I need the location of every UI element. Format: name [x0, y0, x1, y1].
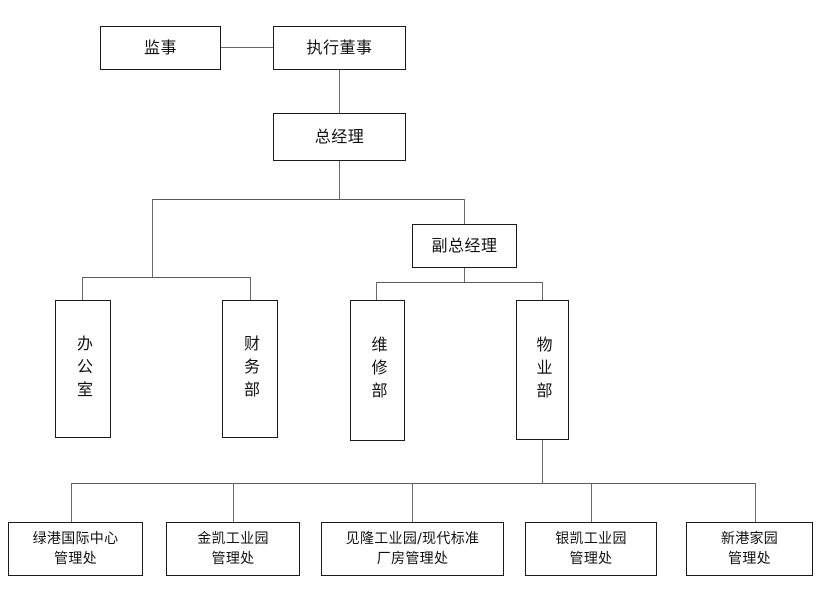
node-maintenance-dept[interactable]: 维修部 — [350, 300, 405, 441]
connector-finance-dept-drop — [250, 277, 251, 300]
node-management-office-5-label: 新港家园 管理处 — [720, 530, 779, 567]
node-management-office-3-label: 见隆工业园/现代标准 厂房管理处 — [345, 530, 480, 567]
connector-office-1-drop — [71, 483, 72, 522]
connector-deputy-general-manager-stem — [464, 199, 465, 224]
node-management-office-4[interactable]: 银凯工业园 管理处 — [525, 522, 657, 576]
connector-left-group-bus — [82, 277, 251, 278]
node-office[interactable]: 办公室 — [55, 300, 111, 438]
node-management-office-1[interactable]: 绿港国际中心 管理处 — [8, 522, 143, 576]
connector-management-offices-bus — [71, 483, 756, 484]
node-deputy-general-manager[interactable]: 副总经理 — [412, 224, 517, 268]
connector-executive-director-to-general-manager — [339, 70, 340, 113]
connector-property-dept-drop — [542, 282, 543, 300]
node-deputy-general-manager-label: 副总经理 — [431, 236, 498, 256]
node-finance-dept-label: 财务部 — [241, 334, 260, 404]
node-property-dept[interactable]: 物业部 — [516, 300, 569, 440]
connector-office-drop — [82, 277, 83, 300]
connector-general-manager-stem — [339, 161, 340, 199]
node-general-manager[interactable]: 总经理 — [273, 113, 406, 161]
connector-general-manager-bus — [152, 199, 465, 200]
node-management-office-2[interactable]: 金凯工业园 管理处 — [166, 522, 300, 576]
node-general-manager-label: 总经理 — [314, 127, 365, 147]
connector-property-dept-stem — [542, 440, 543, 483]
connector-office-2-drop — [233, 483, 234, 522]
node-management-office-2-label: 金凯工业园 管理处 — [197, 530, 269, 567]
connector-left-group-stem — [152, 199, 153, 277]
connector-office-3-drop — [412, 483, 413, 522]
node-finance-dept[interactable]: 财务部 — [222, 300, 278, 438]
node-supervisor[interactable]: 监事 — [100, 26, 221, 70]
node-executive-director[interactable]: 执行董事 — [273, 26, 406, 70]
connector-supervisor-to-executive-director — [220, 47, 273, 48]
node-property-dept-label: 物业部 — [533, 335, 553, 405]
node-management-office-5[interactable]: 新港家园 管理处 — [686, 522, 813, 576]
connector-deputy-general-manager-down — [464, 268, 465, 282]
connector-deputy-group-bus — [376, 282, 543, 283]
node-management-office-1-label: 绿港国际中心 管理处 — [32, 530, 119, 567]
connector-office-4-drop — [591, 483, 592, 522]
connector-office-5-drop — [755, 483, 756, 522]
connector-maintenance-dept-drop — [376, 282, 377, 300]
node-management-office-3[interactable]: 见隆工业园/现代标准 厂房管理处 — [321, 522, 504, 576]
node-office-label: 办公室 — [74, 334, 93, 404]
node-maintenance-dept-label: 维修部 — [368, 336, 388, 405]
node-management-office-4-label: 银凯工业园 管理处 — [555, 530, 627, 567]
node-executive-director-label: 执行董事 — [306, 38, 373, 58]
node-supervisor-label: 监事 — [143, 38, 177, 58]
